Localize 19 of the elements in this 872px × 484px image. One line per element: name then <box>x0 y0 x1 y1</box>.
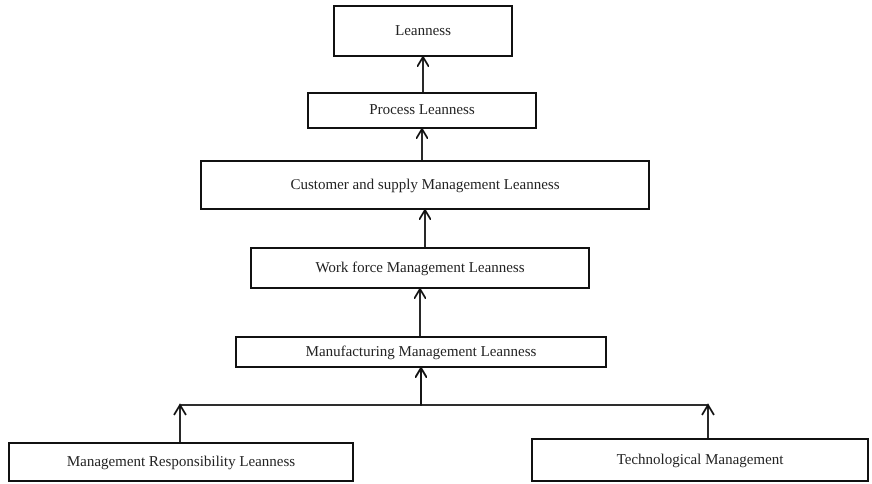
box-label: Manufacturing Management Leanness <box>306 344 536 360</box>
process-box <box>531 438 869 482</box>
box-label: Work force Management Leanness <box>315 260 525 276</box>
process-box <box>235 336 607 368</box>
process-box <box>333 5 513 57</box>
box-label: Technological Management <box>616 452 784 468</box>
process-box <box>8 442 354 482</box>
arrow <box>416 56 430 92</box>
process-box <box>200 160 650 210</box>
arrow <box>415 128 429 160</box>
box-label: Leanness <box>395 22 451 40</box>
arrow <box>414 367 715 439</box>
process-box <box>307 92 537 129</box>
box-label: Process Leanness <box>369 102 475 119</box>
process-box <box>250 247 590 289</box>
box-label: Customer and supply Management Leanness <box>290 176 560 194</box>
arrow <box>413 288 427 336</box>
box-label: Management Responsibility Leanness <box>66 454 296 470</box>
arrow <box>418 209 432 247</box>
